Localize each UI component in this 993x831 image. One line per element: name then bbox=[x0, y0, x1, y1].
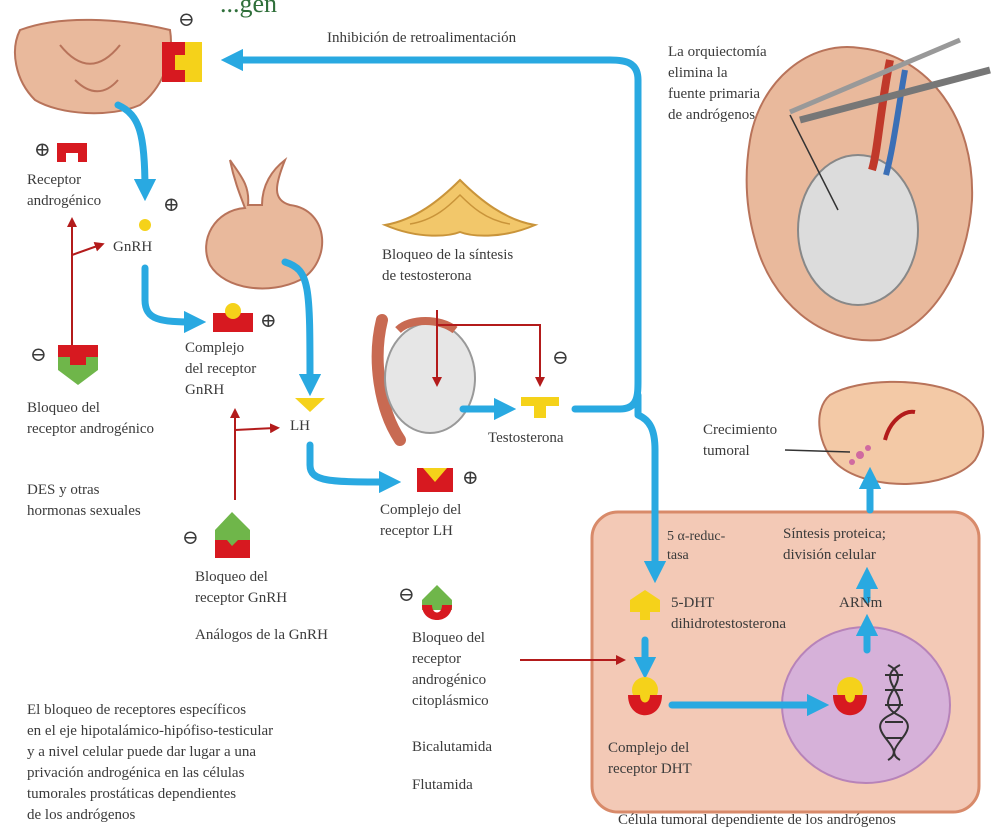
androgen-receptor-symbol bbox=[57, 143, 87, 162]
arrow-gnrh-to-complex bbox=[145, 268, 195, 322]
tumor-growth-label: Crecimiento tumoral bbox=[703, 420, 777, 462]
prostate-illustration bbox=[819, 382, 983, 484]
testis-illustration bbox=[378, 320, 475, 440]
arrow-lh-to-complex bbox=[310, 445, 390, 482]
cyto-block-label: Bloqueo del receptor androgénico citoplá… bbox=[412, 628, 489, 712]
ar-block-label: Bloqueo del receptor androgénico bbox=[27, 398, 154, 440]
plus-sign-gnrh: ⊕ bbox=[163, 195, 180, 216]
reductase-label: 5 α-reduc- tasa bbox=[667, 527, 725, 565]
flutamide-label: Flutamida bbox=[412, 775, 473, 796]
summary-text: El bloqueo de receptores específicos en … bbox=[27, 700, 273, 826]
dht-label: 5-DHT dihidrotestosterona bbox=[671, 593, 786, 635]
orchiectomy-illustration bbox=[747, 40, 990, 340]
gnrh-ligand-dot bbox=[139, 219, 151, 231]
plus-sign-gnrh-complex: ⊕ bbox=[260, 311, 277, 332]
synthesis-block-label: Bloqueo de la síntesis de testosterona bbox=[382, 245, 513, 287]
title-fragment: ...gen bbox=[220, 0, 277, 18]
feedback-receptor-symbol bbox=[162, 42, 202, 82]
gnrh-analogs-label: Análogos de la GnRH bbox=[195, 625, 328, 646]
androgen-receptor-label: Receptor androgénico bbox=[27, 170, 101, 212]
minus-sign-ar-block: ⊖ bbox=[30, 345, 47, 366]
gnrh-complex-symbol bbox=[213, 303, 253, 332]
testosterone-symbol bbox=[521, 397, 559, 418]
gnrh-complex-label: Complejo del receptor GnRH bbox=[185, 338, 256, 401]
dht-complex-label: Complejo del receptor DHT bbox=[608, 738, 692, 780]
lh-complex-label: Complejo del receptor LH bbox=[380, 500, 461, 542]
tumor-cell-label: Célula tumoral dependiente de los andróg… bbox=[618, 810, 896, 831]
minus-sign-synthesis: ⊖ bbox=[552, 348, 569, 369]
testosterone-label: Testosterona bbox=[488, 428, 564, 449]
orchiectomy-label: La orquiectomía elimina la fuente primar… bbox=[668, 42, 767, 126]
arrow-hypothalamus-to-gnrh bbox=[118, 105, 145, 190]
gnrh-label: GnRH bbox=[113, 237, 152, 258]
bicalutamide-label: Bicalutamida bbox=[412, 737, 492, 758]
gnrh-block-label: Bloqueo del receptor GnRH bbox=[195, 567, 287, 609]
minus-sign-feedback: ⊖ bbox=[178, 10, 195, 31]
minus-sign-gnrh-block: ⊖ bbox=[182, 528, 199, 549]
cyto-block-symbol bbox=[422, 585, 452, 620]
gnrh-block-symbol bbox=[215, 512, 250, 558]
des-label: DES y otras hormonas sexuales bbox=[27, 480, 141, 522]
plus-sign-lh-complex: ⊕ bbox=[462, 468, 479, 489]
lh-label: LH bbox=[290, 416, 310, 437]
lh-complex-symbol bbox=[417, 468, 453, 492]
mrna-label: ARNm bbox=[839, 593, 882, 614]
lh-ligand-symbol bbox=[295, 398, 325, 412]
feedback-label: Inhibición de retroalimentación bbox=[327, 28, 516, 49]
plus-sign-receptor: ⊕ bbox=[34, 140, 51, 161]
pituitary-illustration bbox=[206, 160, 322, 288]
protein-synthesis-label: Síntesis proteica; división celular bbox=[783, 524, 886, 566]
minus-sign-cyto-block: ⊖ bbox=[398, 585, 415, 606]
adrenal-illustration bbox=[385, 180, 535, 236]
ar-block-symbol bbox=[58, 345, 98, 385]
hypothalamus-illustration bbox=[15, 20, 171, 113]
